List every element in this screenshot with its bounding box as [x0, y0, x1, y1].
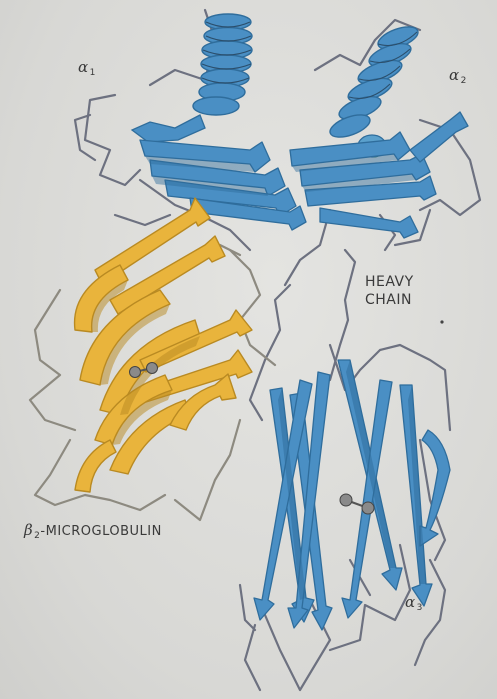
- heavy-chain-label-line2: CHAIN: [365, 291, 414, 309]
- alpha1-label-subscript: 1: [90, 68, 96, 78]
- alpha3-label-subscript: 3: [417, 603, 423, 613]
- b2m-label: β2-MICROGLOBULIN: [24, 521, 162, 541]
- alpha3-label-symbol: α: [405, 593, 416, 611]
- b2m-label-text: -MICROGLOBULIN: [40, 524, 161, 539]
- heavy-chain-label-line1: HEAVY: [365, 273, 414, 291]
- alpha1-label: α1: [78, 58, 96, 78]
- alpha2-label-subscript: 2: [461, 76, 467, 86]
- alpha1-label-symbol: α: [78, 58, 89, 76]
- alpha2-label: α2: [449, 66, 467, 86]
- heavy-chain-label: HEAVY CHAIN: [365, 273, 414, 309]
- b2m-beta-strands: [75, 198, 252, 492]
- alpha1-helix: [132, 14, 252, 142]
- alpha2-label-symbol: α: [449, 66, 460, 84]
- b2m-label-symbol: β: [24, 521, 33, 539]
- alpha3-label: α3: [405, 593, 423, 613]
- speck-mark: [440, 320, 443, 323]
